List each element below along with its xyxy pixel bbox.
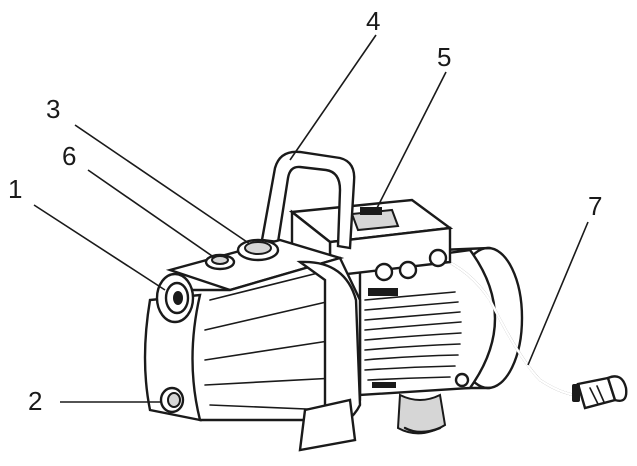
- priming-plug: [204, 253, 236, 271]
- callout-2: 2: [28, 386, 42, 416]
- callout-4: 4: [366, 6, 380, 36]
- callout-5: 5: [437, 42, 451, 72]
- outlet-port: [236, 238, 280, 262]
- motor-housing: [358, 246, 524, 397]
- callout-3: 3: [46, 94, 60, 124]
- callout-1: 1: [8, 174, 22, 204]
- drain-plug: [159, 386, 185, 414]
- callout-7: 7: [588, 191, 602, 221]
- pump-housing: [143, 238, 447, 452]
- leader-lines: [33, 34, 589, 403]
- cooling-fins: [364, 291, 462, 381]
- power-cable: [438, 256, 628, 410]
- plug: [572, 375, 628, 410]
- callout-6: 6: [62, 141, 76, 171]
- inlet-port: [155, 272, 195, 324]
- callout-labels: 1 2 3 4 5 6 7: [8, 6, 602, 416]
- carry-handle: [260, 150, 356, 250]
